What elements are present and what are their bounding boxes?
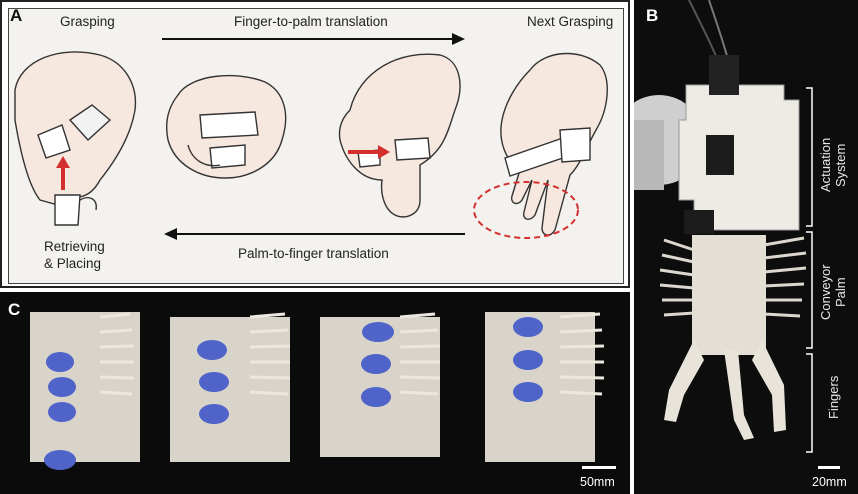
hand-sketch-2: [166, 74, 287, 179]
servo-motor-mid: [706, 135, 734, 175]
gripper-photos-c: [30, 312, 605, 470]
actuation-label-line2: System: [833, 143, 848, 187]
conveyor-label-line1: Conveyor: [818, 264, 833, 321]
panel-c-letter: C: [8, 300, 21, 319]
panel-a-letter: A: [10, 6, 23, 25]
finger-to-palm-label: Finger-to-palm translation: [234, 14, 388, 29]
gripper-photo-b: [634, 0, 813, 453]
scale-label-b: 20mm: [812, 475, 847, 489]
servo-motor-top: [709, 55, 739, 95]
actuation-plate: [678, 84, 800, 231]
gripper-frame-2: [170, 312, 291, 462]
scale-bar-b: [818, 466, 840, 469]
retrieving-label-line1: Retrieving: [44, 239, 105, 254]
actuation-system-label: Actuation System: [818, 125, 848, 205]
actuation-label-line1: Actuation: [818, 137, 833, 193]
hand-sketch-1: [14, 51, 137, 226]
fingers-label: Fingers: [826, 375, 841, 420]
forward-arrow-head: [452, 33, 465, 45]
actuation-bracket: [806, 87, 813, 227]
conveyor-palm: [692, 235, 766, 355]
next-grasping-label: Next Grasping: [527, 14, 614, 29]
finger-left: [664, 340, 704, 422]
servo-motor-low: [684, 210, 714, 234]
conveyor-spines: [659, 236, 807, 318]
scale-bar-c: [582, 466, 616, 469]
finger-middle: [724, 350, 754, 440]
conveyor-palm-label: Conveyor Palm: [818, 255, 848, 330]
backward-arrow-head: [164, 228, 177, 240]
red-up-arrow: [56, 156, 70, 190]
gripper-frame-4: [485, 312, 605, 462]
panel-b-letter: B: [646, 6, 659, 25]
retrieving-label-line2: & Placing: [44, 256, 102, 271]
fingers-bracket: [806, 353, 813, 453]
hand-sketch-4: [500, 52, 608, 236]
hand-sketches: [14, 33, 608, 240]
conveyor-label-line2: Palm: [833, 277, 848, 308]
gripper-frame-3: [320, 312, 441, 457]
scale-label-c: 50mm: [580, 475, 615, 489]
red-right-arrow: [348, 145, 390, 159]
palm-to-finger-label: Palm-to-finger translation: [238, 246, 389, 261]
conveyor-bracket: [806, 231, 813, 349]
gripper-frame-1: [30, 312, 140, 470]
fingers-highlight-ellipse: [473, 181, 579, 239]
finger-right: [752, 340, 786, 432]
hand-sketch-3: [338, 53, 461, 218]
grasping-label: Grasping: [60, 14, 115, 29]
